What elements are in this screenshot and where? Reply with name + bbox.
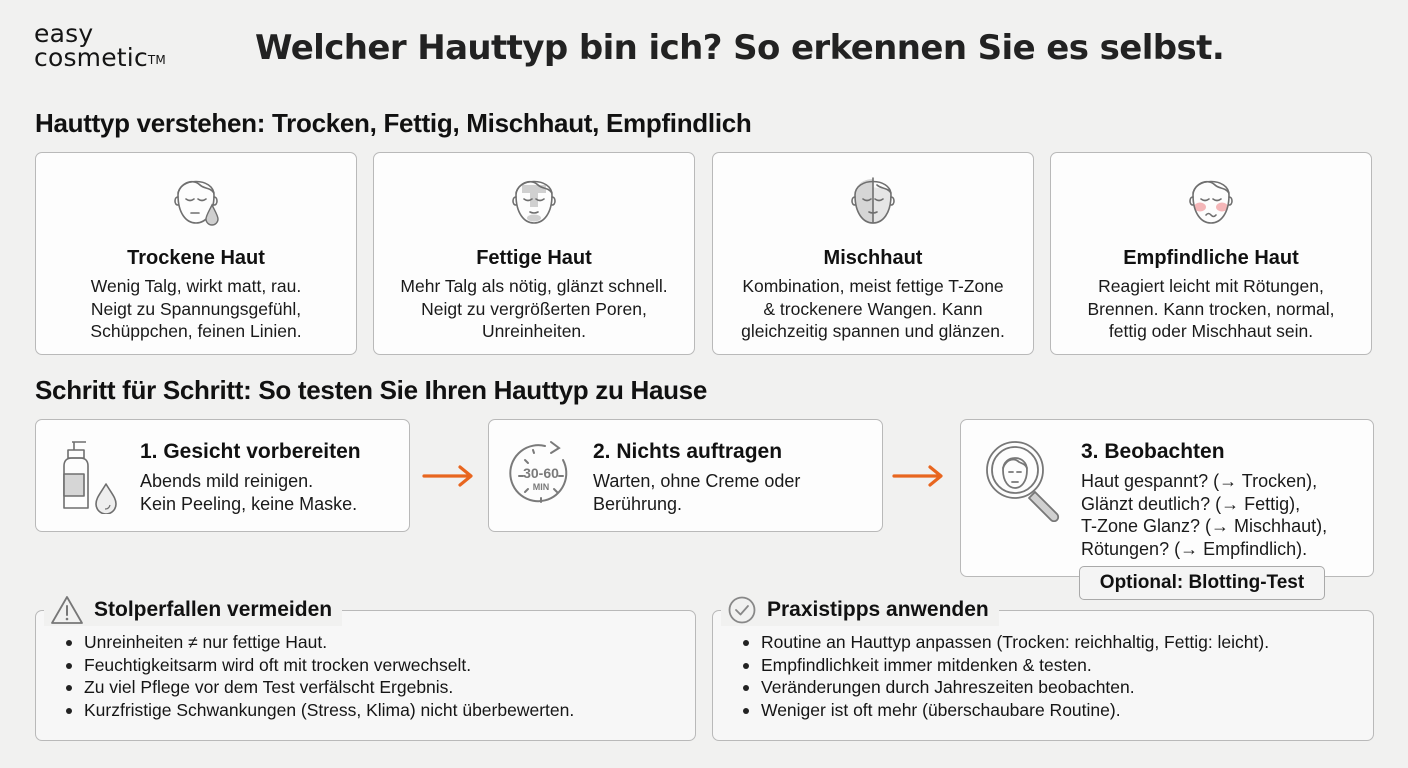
step-description: Haut gespannt? (→ Trocken), Glänzt deutl… <box>1081 471 1328 559</box>
card-description: Kombination, meist fettige T-Zone & troc… <box>741 276 1005 341</box>
cleanser-bottle-droplet-icon <box>63 441 117 514</box>
section-title-steps: Schritt für Schritt: So testen Sie Ihren… <box>35 375 708 405</box>
brand-line-2: cosmetic <box>34 43 148 72</box>
list-item: Unreinheiten ≠ nur fettige Haut. <box>64 631 574 654</box>
page-title: Welcher Hauttyp bin ich? So erkennen Sie… <box>255 28 1225 68</box>
step-description: Warten, ohne Creme oder Berührung. <box>593 471 801 514</box>
card-description: Mehr Talg als nötig, glänzt schnell. Nei… <box>400 276 668 341</box>
step-title: 3. Beobachten <box>1081 440 1225 463</box>
blotting-test-badge: Optional: Blotting-Test <box>1079 566 1325 600</box>
step-title: 2. Nichts auftragen <box>593 440 783 463</box>
pitfalls-title: Stolperfallen vermeiden <box>94 598 333 621</box>
card-sensitive-skin: Empfindliche Haut Reagiert leicht mit Rö… <box>1050 152 1372 355</box>
card-title: Empfindliche Haut <box>1123 247 1299 269</box>
card-title: Trockene Haut <box>127 247 265 269</box>
warning-icon <box>51 596 83 624</box>
pitfalls-panel: Stolperfallen vermeiden Unreinheiten ≠ n… <box>35 594 696 741</box>
step-title: 1. Gesicht vorbereiten <box>140 440 361 463</box>
brand-logo: easy cosmeticTM <box>34 19 166 72</box>
face-with-droplet-icon <box>174 180 219 226</box>
card-combination-skin: Mischhaut Kombination, meist fettige T-Z… <box>712 152 1034 355</box>
timer-icon: 30-60 MIN <box>505 434 577 514</box>
svg-text:MIN: MIN <box>533 482 550 492</box>
pitfalls-list: Unreinheiten ≠ nur fettige Haut. Feuchti… <box>64 631 574 721</box>
list-item: Kurzfristige Schwankungen (Stress, Klima… <box>64 699 574 722</box>
list-item: Empfindlichkeit immer mitdenken & testen… <box>741 654 1269 677</box>
brand-line-1: easy <box>34 19 94 48</box>
face-split-icon <box>851 177 895 224</box>
pitfalls-header: Stolperfallen vermeiden <box>44 594 343 626</box>
face-t-zone-icon <box>512 180 556 224</box>
list-item: Weniger ist oft mehr (überschaubare Rout… <box>741 699 1269 722</box>
card-description: Reagiert leicht mit Rötungen, Brennen. K… <box>1087 276 1335 341</box>
card-title: Fettige Haut <box>476 247 592 269</box>
list-item: Zu viel Pflege vor dem Test verfälscht E… <box>64 676 574 699</box>
tips-header: Praxistipps anwenden <box>721 594 999 626</box>
face-red-cheeks-icon <box>1189 180 1233 224</box>
card-description: Wenig Talg, wirkt matt, rau. Neigt zu Sp… <box>90 276 302 341</box>
card-oily-skin: Fettige Haut Mehr Talg als nötig, glänzt… <box>373 152 695 355</box>
check-circle-icon <box>728 596 756 624</box>
tips-list: Routine an Hauttyp anpassen (Trocken: re… <box>741 631 1269 721</box>
list-item: Veränderungen durch Jahreszeiten beobach… <box>741 676 1269 699</box>
tips-title: Praxistipps anwenden <box>767 598 989 621</box>
trademark: TM <box>147 53 166 67</box>
svg-text:30-60: 30-60 <box>523 465 559 481</box>
card-dry-skin: Trockene Haut Wenig Talg, wirkt matt, ra… <box>35 152 357 355</box>
tips-panel: Praxistipps anwenden Routine an Hauttyp … <box>712 594 1374 741</box>
step-description: Abends mild reinigen. Kein Peeling, kein… <box>140 471 358 514</box>
card-title: Mischhaut <box>823 247 923 269</box>
arrow-right-icon <box>892 465 943 487</box>
arrow-right-icon <box>422 465 473 487</box>
step-1-prepare: 1. Gesicht vorbereiten Abends mild reini… <box>35 419 410 532</box>
step-3-observe: 3. Beobachten Haut gespannt? (→ Trocken)… <box>960 419 1374 577</box>
section-title-skin-types: Hauttyp verstehen: Trocken, Fettig, Misc… <box>35 108 752 138</box>
step-2-wait: 30-60 MIN 2. Nichts auftragen Warten, oh… <box>488 419 883 532</box>
list-item: Feuchtigkeitsarm wird oft mit trocken ve… <box>64 654 574 677</box>
list-item: Routine an Hauttyp anpassen (Trocken: re… <box>741 631 1269 654</box>
magnifier-face-icon <box>986 441 1060 522</box>
